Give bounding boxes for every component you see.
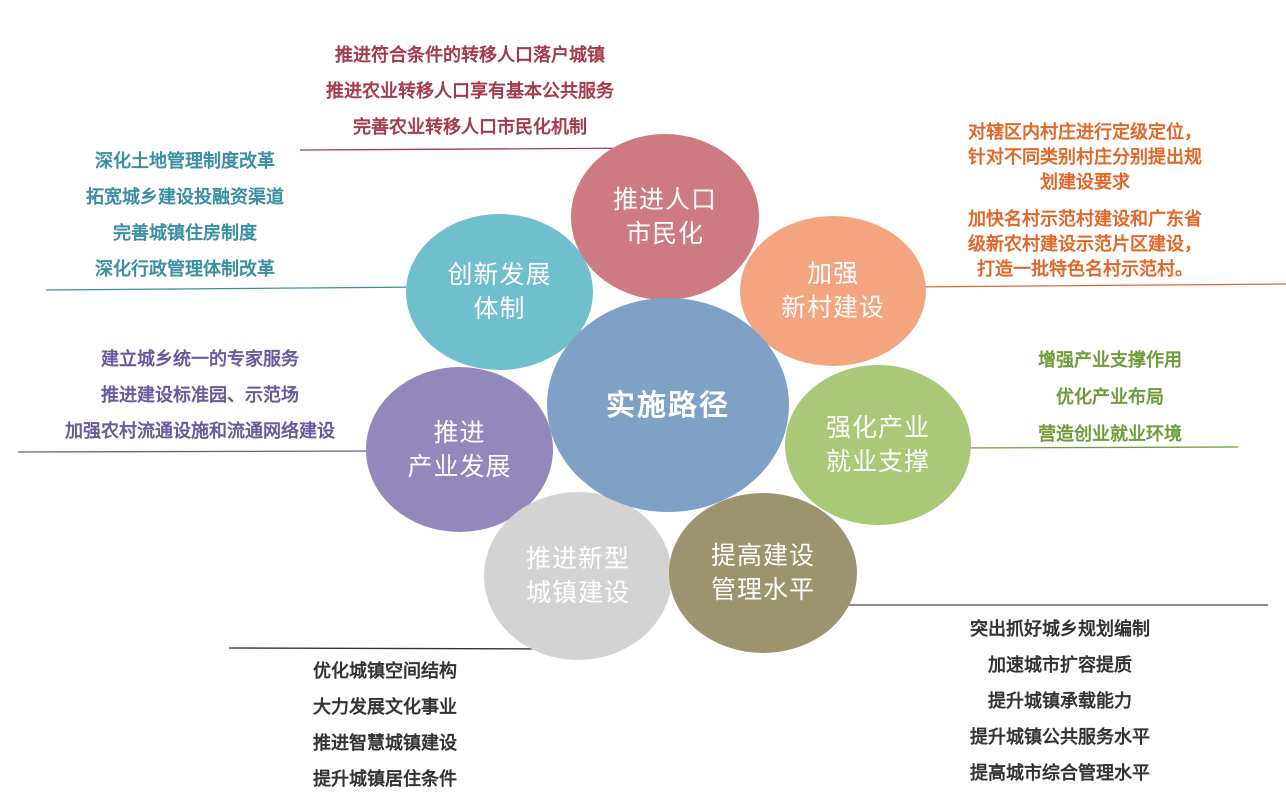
node-population-line1: 推进人口 xyxy=(612,185,717,214)
text-item: 优化产业布局 xyxy=(1056,387,1164,408)
text-item: 增强产业支撑作用 xyxy=(1038,350,1182,371)
node-industry-support-line1: 强化产业 xyxy=(825,413,930,442)
text-item: 建立城乡统一的专家服务 xyxy=(101,349,299,370)
node-population-line2: 市民化 xyxy=(625,219,704,248)
node-population: 推进人口市民化 xyxy=(571,134,759,300)
text-item: 完善城镇住房制度 xyxy=(113,223,257,244)
node-village-line1: 加强 xyxy=(806,259,859,288)
text-item: 针对不同类别村庄分别提出规 xyxy=(968,147,1202,168)
text-item: 突出抓好城乡规划编制 xyxy=(970,619,1150,640)
text-item: 提升城镇承载能力 xyxy=(988,691,1132,712)
node-village: 加强新村建设 xyxy=(740,216,926,366)
text-group-village: 对辖区内村庄进行定级定位， 针对不同类别村庄分别提出规 划建设要求 加快名村示范… xyxy=(935,120,1235,282)
text-group-management: 突出抓好城乡规划编制 加速城市扩容提质 提升城镇承载能力 提升城镇公共服务水平 … xyxy=(945,612,1175,792)
node-management: 提高建设管理水平 xyxy=(669,493,857,653)
text-group-industry-dev: 建立城乡统一的专家服务 推进建设标准园、示范场 加强农村流通设施和流通网络建设 xyxy=(30,342,370,450)
node-industry-support: 强化产业就业支撑 xyxy=(785,365,971,525)
text-item: 深化行政管理体制改革 xyxy=(95,259,275,280)
node-industry-dev-line1: 推进 xyxy=(433,417,486,447)
text-item: 大力发展文化事业 xyxy=(313,697,457,718)
connector-village xyxy=(902,283,1286,288)
text-item: 推进智慧城镇建设 xyxy=(313,733,457,754)
text-item: 对辖区内村庄进行定级定位， xyxy=(968,122,1202,143)
node-industry-support-line2: 就业支撑 xyxy=(825,447,930,476)
text-item: 级新农村建设示范片区建设， xyxy=(968,234,1202,255)
text-item: 加快名村示范村建设和广东省 xyxy=(968,209,1202,230)
node-new-town-line2: 城镇建设 xyxy=(525,578,630,607)
text-item: 打造一批特色名村示范村。 xyxy=(977,259,1193,280)
node-industry-dev-line2: 产业发展 xyxy=(407,451,512,481)
connector-population xyxy=(299,147,659,151)
text-item: 提升城镇公共服务水平 xyxy=(970,727,1150,748)
text-item: 营造创业就业环境 xyxy=(1038,424,1182,445)
text-group-innovation: 深化土地管理制度改革 拓宽城乡建设投融资渠道 完善城镇住房制度 深化行政管理体制… xyxy=(50,144,320,288)
text-item: 提高城市综合管理水平 xyxy=(970,763,1150,784)
text-item: 推进符合条件的转移人口落户城镇 xyxy=(335,45,605,66)
node-management-line1: 提高建设 xyxy=(710,541,815,570)
connector-industry-support xyxy=(949,446,1239,449)
node-new-town-line1: 推进新型 xyxy=(525,544,630,573)
connector-new-town xyxy=(228,647,575,650)
text-group-population: 推进符合条件的转移人口落户城镇 推进农业转移人口享有基本公共服务 完善农业转移人… xyxy=(290,38,650,146)
node-industry-dev: 推进产业发展 xyxy=(366,367,553,532)
text-item: 推进建设标准园、示范场 xyxy=(101,385,299,406)
text-item: 加强农村流通设施和流通网络建设 xyxy=(65,421,335,442)
text-group-new-town: 优化城镇空间结构 大力发展文化事业 推进智慧城镇建设 提升城镇居住条件 xyxy=(290,654,480,798)
node-innovation-line2: 体制 xyxy=(473,294,526,323)
node-new-town: 推进新型城镇建设 xyxy=(484,492,672,660)
text-item: 深化土地管理制度改革 xyxy=(95,151,275,172)
text-item: 优化城镇空间结构 xyxy=(313,661,457,682)
node-innovation-line1: 创新发展 xyxy=(447,260,552,289)
text-item: 完善农业转移人口市民化机制 xyxy=(353,117,587,138)
node-village-line2: 新村建设 xyxy=(780,293,885,322)
center-label: 实施路径 xyxy=(605,388,730,422)
center-node: 实施路径 xyxy=(547,298,789,512)
text-item: 加速城市扩容提质 xyxy=(988,655,1132,676)
connector-innovation xyxy=(45,286,428,291)
text-item: 拓宽城乡建设投融资渠道 xyxy=(86,187,284,208)
text-item: 推进农业转移人口享有基本公共服务 xyxy=(326,81,614,102)
node-innovation: 创新发展体制 xyxy=(406,214,593,370)
text-item: 提升城镇居住条件 xyxy=(313,769,457,790)
connector-industry-dev xyxy=(17,450,394,453)
node-management-line2: 管理水平 xyxy=(710,575,815,604)
text-group-industry-support: 增强产业支撑作用 优化产业布局 营造创业就业环境 xyxy=(1000,342,1220,453)
text-item: 划建设要求 xyxy=(1040,172,1130,193)
